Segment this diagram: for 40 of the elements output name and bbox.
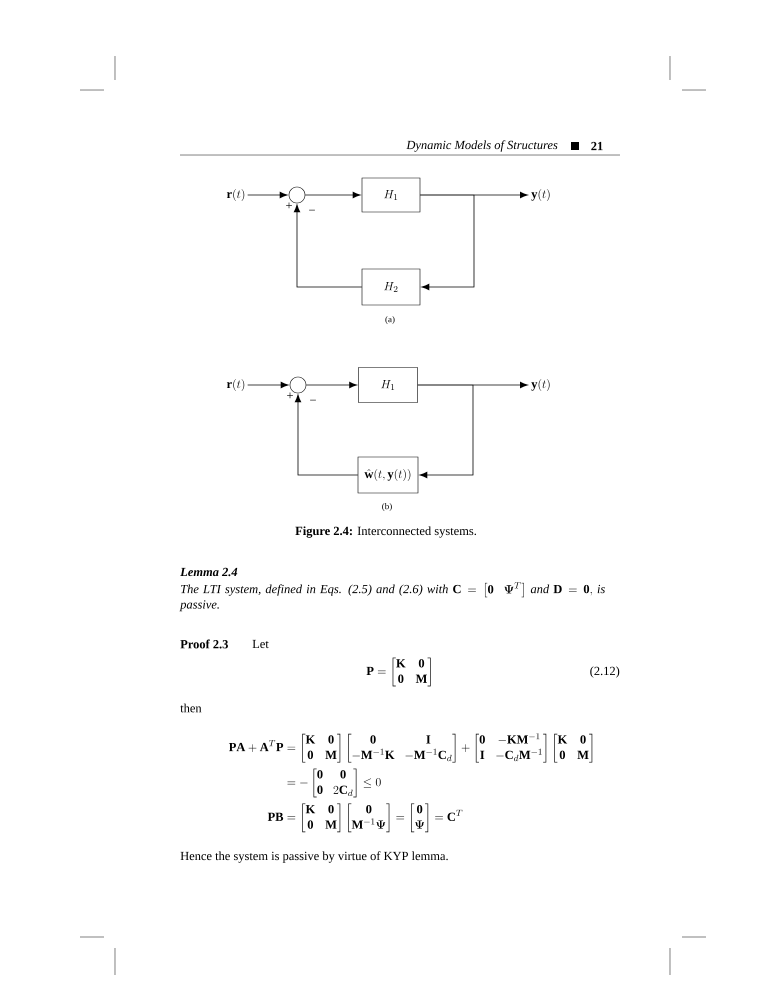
process-box: $\hat{\mathbf{w}}(t,\mathbf{y}(t))$ bbox=[358, 456, 418, 494]
signal-label: $\mathbf{r}(t)$ bbox=[226, 379, 244, 391]
label: $\mathbf{D}=\mathbf{0},$ bbox=[554, 584, 592, 596]
label: $\mathbf{C}=\begin{bmatrix}\mathbf{0} & \boldsymbol{\Psi}^T\end{bmatrix}$ bbox=[453, 582, 524, 598]
lemma-heading: Lemma 2.4 bbox=[180, 568, 238, 576]
lemma-text: The LTI system, defined in Eqs. (2.5) and (2.6) with $\mathbf{C}=\begin{bmatrix}\mathbf{0} & \boldsymbol{\Psi}^T\end{bmatrix}$ and $\mathbf{D}=\mathbf{0},$ is passive. bbox=[179, 582, 605, 612]
figure-caption: Figure 2.4: Interconnected systems. bbox=[295, 526, 476, 538]
body-text: then bbox=[180, 704, 202, 712]
arrow bbox=[247, 192, 288, 198]
equation: $\mathbf{P}=\begin{bmatrix}\mathbf{K} & \mathbf{0}\\ \mathbf{0} & \mathbf{M}\end{bmatrix}$ bbox=[366, 658, 431, 686]
signal-label: $\mathbf{r}(t)$ bbox=[226, 189, 244, 201]
process-box: $H_1$ bbox=[362, 178, 420, 212]
arrow bbox=[294, 394, 358, 476]
arrow bbox=[304, 192, 360, 198]
subfigure-label: (a) bbox=[385, 316, 395, 324]
signal-label: $\mathbf{y}(t)$ bbox=[531, 379, 550, 391]
page-number: 21 bbox=[591, 142, 603, 150]
sign-label: + bbox=[287, 392, 293, 398]
label: The LTI system, defined in Eqs. (2.5) and (2.6) with bbox=[181, 584, 448, 596]
process-box: $H_1$ bbox=[358, 367, 418, 403]
arrow bbox=[247, 382, 288, 388]
subfigure-label: (b) bbox=[382, 502, 392, 512]
label: is bbox=[598, 584, 605, 594]
equation: $\begin{aligned}\mathbf{PA}+\mathbf{A}^T\mathbf{P}&=\begin{bmatrix}\mathbf{K} & \mathbf{0}\\ \mathbf{0} & \mathbf{M}\end{bmatrix}\begin{bmatrix}\mathbf{0} & \mathbf{I}\\ -\mathbf{M}^{-1}\mathbf{K} & -\mathbf{M}^{-1}\mathbf{C}_d\end{bmatrix}+\begin{bmatrix}\mathbf{0} & -\mathbf{K}\mathbf{M}^{-1}\\ \mathbf{I} & -\mathbf{C}_d\mathbf{M}^{-1}\end{bmatrix}\begin{bmatrix}\mathbf{K} & \mathbf{0}\\ \mathbf{0} & \mathbf{M}\end{bmatrix}\\ &=-\begin{bmatrix}\mathbf{0} & \mathbf{0}\\ \mathbf{0} & 2\mathbf{C}_d\end{bmatrix}\le 0\\ \mathbf{PB}&=\begin{bmatrix}\mathbf{K} & \mathbf{0}\\ \mathbf{0} & \mathbf{M}\end{bmatrix}\begin{bmatrix}\mathbf{0}\\ \mathbf{M}^{-1}\boldsymbol{\Psi}\end{bmatrix}=\begin{bmatrix}\mathbf{0}\\ \boldsymbol{\Psi}\end{bmatrix}=\mathbf{C}^T\end{aligned}$ bbox=[228, 733, 592, 832]
signal-label: $\mathbf{y}(t)$ bbox=[531, 189, 550, 201]
process-box: $H_2$ bbox=[362, 268, 420, 306]
arrow bbox=[306, 382, 357, 388]
proof-heading: Proof 2.3 bbox=[180, 640, 228, 648]
equation-number: (2.12) bbox=[590, 666, 620, 678]
label: passive. bbox=[179, 600, 219, 612]
arrow bbox=[417, 384, 474, 478]
summing-junction bbox=[288, 186, 306, 204]
sign-label: + bbox=[286, 202, 292, 208]
arrow bbox=[420, 194, 474, 290]
arrow bbox=[294, 204, 362, 288]
label: and bbox=[530, 584, 550, 594]
summing-junction bbox=[290, 376, 306, 394]
body-text: Let bbox=[252, 640, 269, 648]
body-text: Hence the system is passive by virtue of KYP lemma. bbox=[180, 851, 448, 863]
running-header: Dynamic Models of Structures bbox=[406, 140, 558, 152]
